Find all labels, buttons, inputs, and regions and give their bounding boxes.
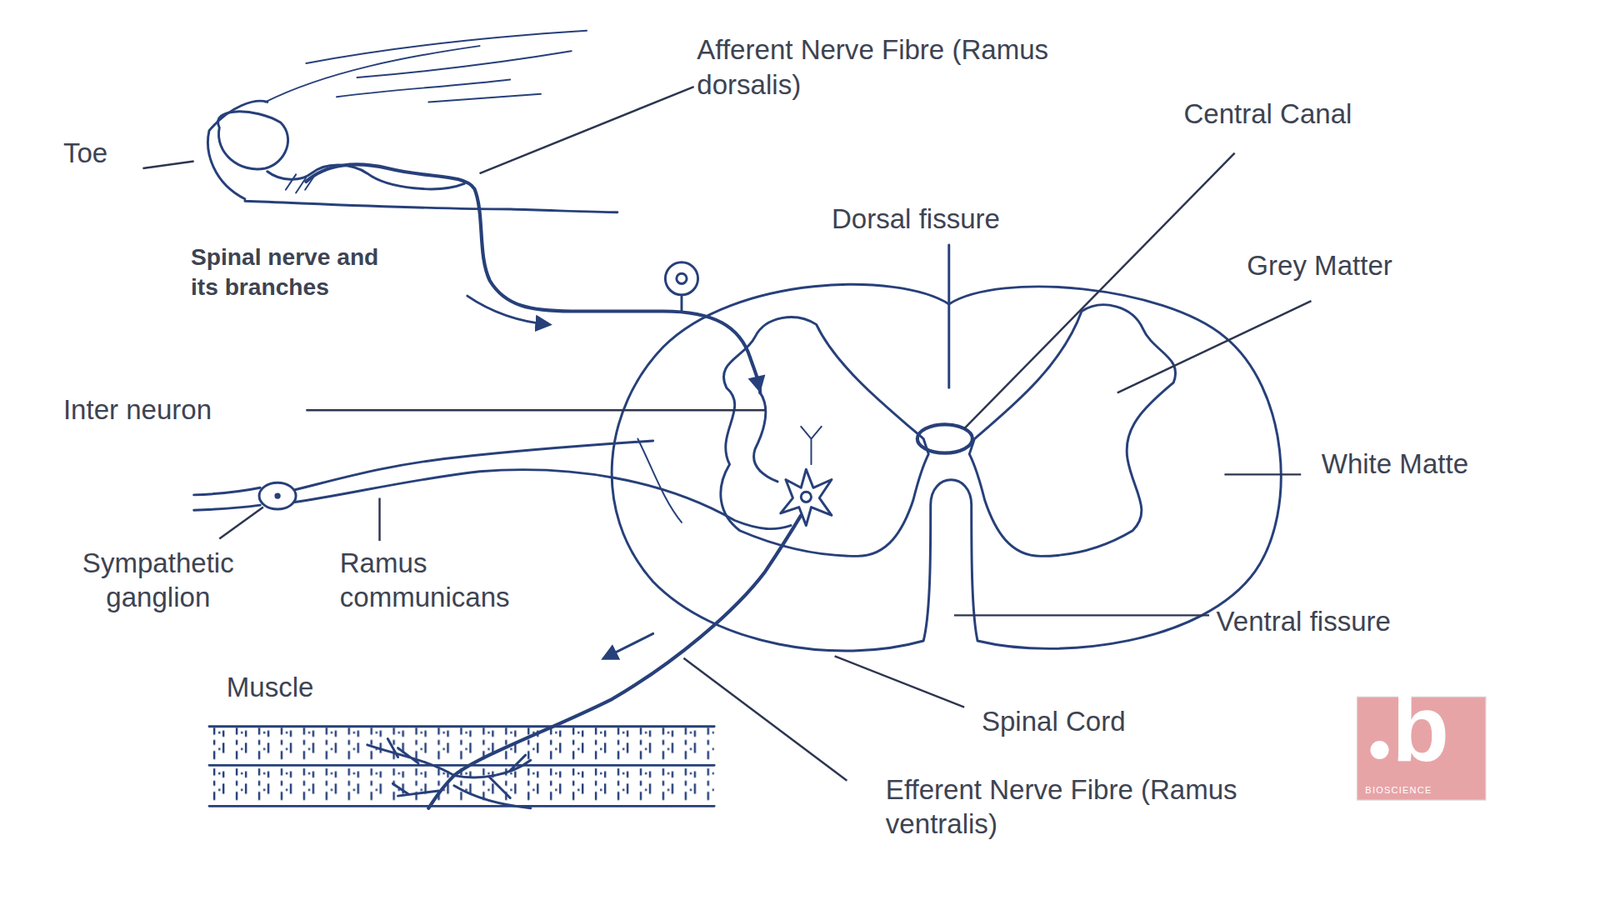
leader-line [480, 86, 695, 174]
part-label: Afferent Nerve Fibre (Ramus dorsalis) [696, 32, 1065, 102]
ganglion-nucleus [676, 273, 687, 284]
part-label: Ramus communicans [340, 545, 545, 615]
motor-end-branches [367, 739, 531, 809]
leader-line [683, 658, 847, 781]
watermark-text: BIOSCIENCE [1365, 785, 1432, 795]
leader-line [835, 655, 965, 707]
grey-matter-left [720, 317, 929, 557]
part-label: Efferent Nerve Fibre (Ramus ventralis) [885, 772, 1254, 842]
part-label: Inter neuron [63, 392, 212, 427]
part-label: Sympathetic ganglion [40, 545, 276, 615]
leg-streaks [265, 30, 587, 103]
white-matter-fibre [637, 439, 682, 523]
dorsal-root-ganglion [665, 262, 698, 295]
afferent-nerve [305, 164, 760, 393]
spinal-nerve-arrow [467, 295, 550, 325]
ganglion-dot [274, 492, 280, 499]
foot-outline [208, 100, 618, 212]
part-label: Toe [63, 135, 108, 170]
sympathetic-ganglion [259, 482, 296, 510]
leader-line [378, 498, 380, 541]
interneuron-branch [800, 426, 821, 465]
leader-line [142, 160, 194, 169]
watermark-letter: b [1391, 681, 1450, 776]
dorsal-fissure-line [947, 245, 950, 388]
grey-matter-right [969, 305, 1175, 557]
interneuron [754, 392, 779, 482]
part-label: Dorsal fissure [831, 201, 1000, 236]
logo-dot [1370, 740, 1389, 760]
part-label: Spinal Cord [981, 704, 1126, 739]
leader-line [954, 614, 1210, 616]
part-label: Grey Matter [1246, 248, 1392, 283]
ramus-communicans [194, 440, 791, 530]
motor-neuron-nucleus [800, 491, 811, 502]
synapse-head [748, 374, 766, 393]
motor-neuron-body [780, 469, 832, 525]
efferent-arrow [604, 633, 654, 658]
part-label: Central Canal [1183, 96, 1352, 131]
muscle-outline [209, 726, 715, 807]
leader-line [305, 409, 765, 411]
part-label: Muscle [226, 670, 315, 705]
leader-line [964, 153, 1235, 430]
ganglion-stalk [680, 295, 683, 312]
part-label: Ventral fissure [1216, 604, 1391, 639]
toe-outline [218, 111, 289, 170]
leader-line [1224, 473, 1301, 475]
leader-line [219, 507, 264, 540]
part-label: Spinal nerve and its branches [190, 242, 381, 301]
central-canal [917, 424, 973, 453]
leader-line [1117, 300, 1312, 393]
muscle-fibres [209, 724, 715, 806]
spinal-cord-outline [611, 284, 1281, 651]
part-label: White Matte [1321, 446, 1469, 481]
